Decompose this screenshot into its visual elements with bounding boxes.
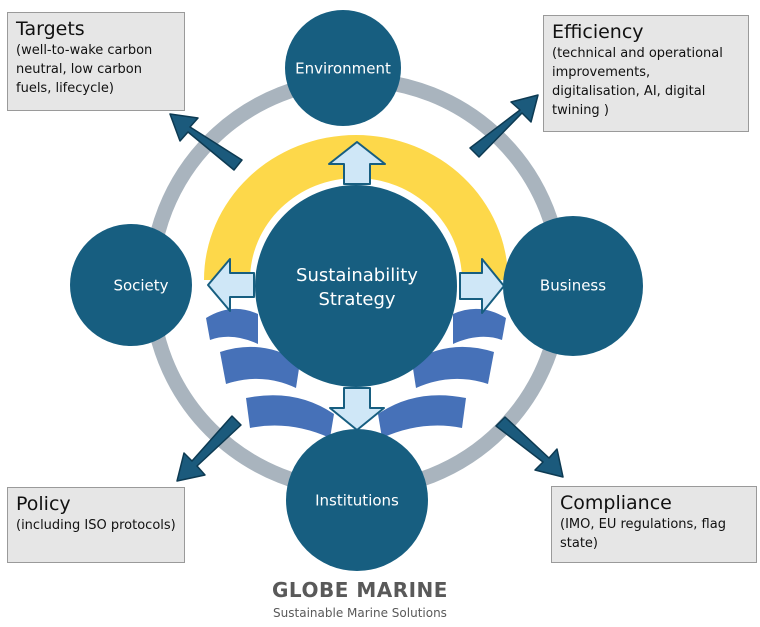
center-circle [255, 185, 457, 387]
waves [206, 308, 506, 438]
outer-arrow-compliance [495, 416, 564, 478]
outer-arrow-policy [176, 415, 242, 482]
targets-box: Targets (well-to-wake carbon neutral, lo… [7, 12, 185, 111]
society-label: Society [113, 277, 168, 295]
targets-title: Targets [16, 18, 85, 40]
inner-arrow-right [459, 258, 505, 314]
compliance-title: Compliance [560, 492, 672, 514]
brand-tagline: Sustainable Marine Solutions [273, 606, 447, 620]
inner-arrow-down [329, 387, 385, 431]
institutions-node [286, 429, 428, 571]
efficiency-title: Efficiency [552, 21, 644, 43]
compliance-body: (IMO, EU regulations, flag state) [560, 517, 726, 551]
brand-name: GLOBE MARINE [272, 578, 448, 602]
center-label-line2: Strategy [318, 289, 395, 310]
efficiency-body: (technical and operational improvements,… [552, 46, 723, 118]
wave-left-2 [220, 346, 300, 388]
inner-arrows [207, 141, 505, 431]
institutions-label: Institutions [315, 492, 399, 510]
efficiency-box: Efficiency (technical and operational im… [543, 15, 749, 132]
outer-arrows [169, 94, 564, 482]
policy-body: (including ISO protocols) [16, 518, 176, 533]
outer-arrow-efficiency [469, 94, 539, 158]
inner-arrow-left [207, 258, 255, 312]
wave-right-1 [453, 308, 506, 344]
compliance-box: Compliance (IMO, EU regulations, flag st… [551, 486, 757, 563]
wave-left-3 [246, 395, 334, 438]
business-label: Business [540, 277, 606, 295]
environment-node [285, 10, 401, 126]
society-node [70, 224, 192, 346]
inner-arrow-up [328, 141, 386, 185]
wave-right-3 [378, 395, 466, 438]
targets-body: (well-to-wake carbon neutral, low carbon… [16, 43, 153, 96]
yellow-arc [204, 135, 508, 280]
policy-title: Policy [16, 493, 71, 515]
environment-label: Environment [295, 60, 391, 78]
outer-arrow-targets [169, 113, 243, 171]
wave-right-2 [412, 346, 494, 388]
center-label-line1: Sustainability [296, 265, 418, 286]
policy-box: Policy (including ISO protocols) [7, 487, 185, 563]
wave-left-1 [206, 308, 258, 344]
business-node [503, 216, 643, 356]
